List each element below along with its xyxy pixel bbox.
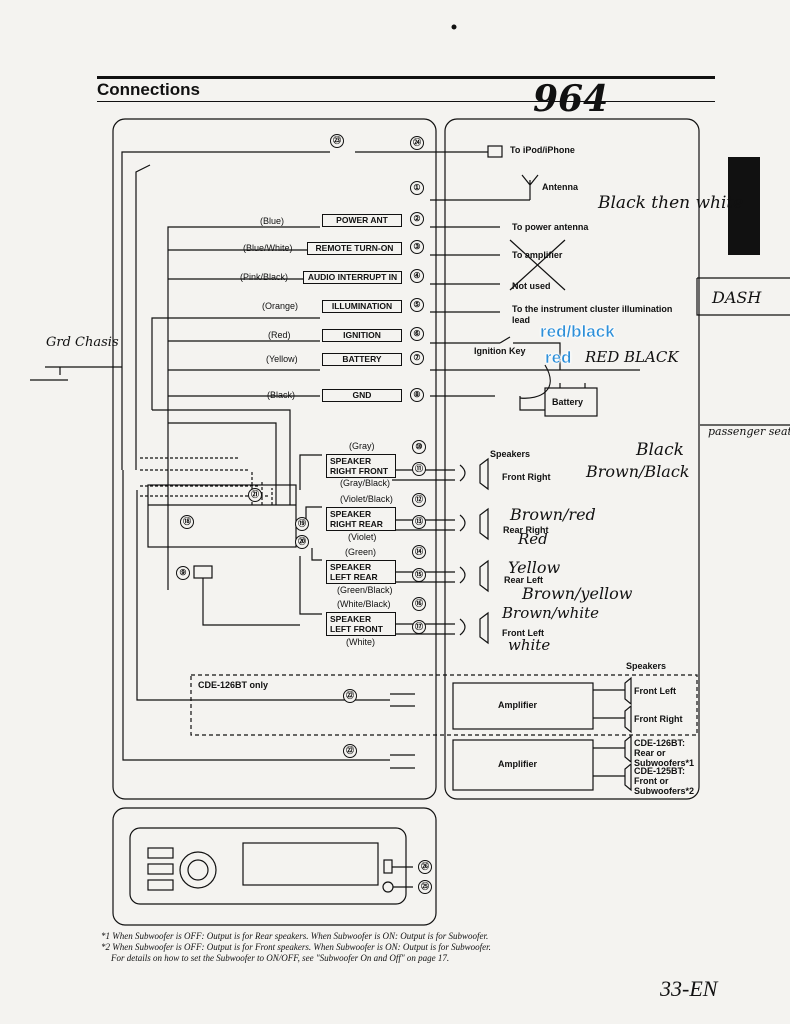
callout-8: ⑧ [410, 388, 424, 402]
speaker-name: Rear Right [503, 525, 549, 535]
callout-12: ⑫ [412, 493, 426, 507]
callout-23: ㉓ [330, 134, 344, 148]
speaker-name: Front Left [502, 628, 544, 638]
wire-color: (Violet/Black) [340, 494, 393, 504]
black-tab [728, 157, 760, 255]
speakers-heading: Speakers [490, 449, 531, 459]
battery-label: Battery [552, 397, 584, 407]
hand-front-right-2: Brown/Black [586, 462, 690, 481]
callout-2: ② [410, 212, 424, 226]
amp-output-2: CDE-125BT: Front or Subwoofers*2 [634, 766, 695, 796]
callout-22a: ㉒ [343, 689, 357, 703]
amp-speakers-heading: Speakers [626, 661, 667, 671]
callout-24: ㉔ [410, 136, 424, 150]
callout-15: ⑮ [412, 568, 426, 582]
hand-dash: DASH [712, 288, 762, 307]
callout-10: ⑩ [412, 440, 426, 454]
hand-rear-right-1: Brown/red [510, 505, 596, 524]
hand-red-black: RED BLACK [585, 348, 679, 366]
callout-16: ⑯ [412, 597, 426, 611]
hand-black-then-white: Black then white [598, 193, 744, 213]
harness-dest: Not used [512, 281, 551, 291]
speaker-name: Front Right [502, 472, 551, 482]
antenna-label: Antenna [542, 182, 578, 192]
harness-label: BATTERY [322, 353, 402, 366]
callout-4: ④ [410, 269, 424, 283]
wire-color: (Yellow) [266, 354, 298, 364]
wire-color: (Green/Black) [337, 585, 393, 595]
callout-22b: ㉒ [343, 744, 357, 758]
hand-rear-left-2: Brown/yellow [522, 584, 633, 603]
harness-dest: To power antenna [512, 222, 589, 232]
wire-color: (White) [346, 637, 375, 647]
speaker-label: SPEAKER RIGHT FRONT [326, 454, 396, 478]
harness-label: GND [322, 389, 402, 402]
amp-front-right: Front Right [634, 714, 683, 724]
harness-label: ILLUMINATION [322, 300, 402, 313]
speaker-name: Rear Left [504, 575, 544, 585]
callout-5: ⑤ [410, 298, 424, 312]
speaker-label: SPEAKER RIGHT REAR [326, 507, 396, 531]
hand-front-left-1: Brown/white [502, 604, 599, 622]
wire-color: (Red) [268, 330, 291, 340]
hand-ground: Grd Chasis [46, 335, 119, 350]
amplifier-1: Amplifier [498, 700, 538, 710]
page-title: Connections [97, 80, 200, 99]
callout-20: ⑳ [295, 535, 309, 549]
wire-color: (Gray/Black) [340, 478, 391, 488]
hand-front-left-2: white [508, 636, 551, 654]
hand-front-right-1: Black [636, 440, 684, 460]
speaker-label: SPEAKER LEFT REAR [326, 560, 396, 584]
wire-color: (Violet) [348, 532, 377, 542]
wire-color: (Blue) [260, 216, 285, 226]
callout-6: ⑥ [410, 327, 424, 341]
callout-14: ⑭ [412, 545, 426, 559]
footnote-1: *1 When Subwoofer is OFF: Output is for … [101, 931, 489, 941]
callout-25: ㉕ [418, 880, 432, 894]
page-number: 33-EN [660, 976, 718, 1001]
harness-dest: Ignition Key [474, 346, 526, 356]
label-red: red [545, 348, 572, 368]
callout-3: ③ [410, 240, 424, 254]
callout-13: ⑬ [412, 515, 426, 529]
wire-color: (Gray) [349, 441, 375, 451]
top-rule [97, 76, 715, 79]
callout-19: ⑲ [295, 517, 309, 531]
footnote-2: *2 When Subwoofer is OFF: Output is for … [101, 942, 491, 952]
harness-label: IGNITION [322, 329, 402, 342]
hand-rear-right-2: Red [518, 530, 548, 548]
callout-21: ㉑ [248, 488, 262, 502]
handwritten-number: 964 [533, 78, 609, 120]
callout-11: ⑪ [412, 462, 426, 476]
wire-color: (Blue/White) [243, 243, 293, 253]
callout-26: ㉖ [418, 860, 432, 874]
title-underline [97, 101, 715, 102]
harness-dest: To amplifier [512, 250, 563, 260]
ipod-label: To iPod/iPhone [510, 145, 575, 155]
speaker-label: SPEAKER LEFT FRONT [326, 612, 396, 636]
footnote-3: For details on how to set the Subwoofer … [111, 953, 450, 963]
harness-dest: To the instrument cluster illumination l… [512, 304, 673, 325]
callout-1: ① [410, 181, 424, 195]
wire-color: (Black) [267, 390, 296, 400]
harness-label: POWER ANT [322, 214, 402, 227]
label-red-black: red/black [540, 322, 615, 342]
amp-output-1: CDE-126BT: Rear or Subwoofers*1 [634, 738, 695, 768]
wire-color: (Green) [345, 547, 377, 557]
cde126-only-label: CDE-126BT only [198, 680, 269, 690]
harness-label: AUDIO INTERRUPT IN [303, 271, 402, 284]
callout-17: ⑰ [412, 620, 426, 634]
hand-passenger-seat: passenger seat [708, 425, 790, 438]
harness-label: REMOTE TURN-ON [307, 242, 402, 255]
wire-color: (White/Black) [337, 599, 391, 609]
hand-rear-left-1: Yellow [508, 558, 561, 577]
amp-front-left: Front Left [634, 686, 676, 696]
wire-color: (Pink/Black) [240, 272, 289, 282]
wire-color: (Orange) [262, 301, 299, 311]
callout-9: ⑨ [176, 566, 190, 580]
callout-7: ⑦ [410, 351, 424, 365]
callout-18: ⑱ [180, 515, 194, 529]
amplifier-2: Amplifier [498, 759, 538, 769]
